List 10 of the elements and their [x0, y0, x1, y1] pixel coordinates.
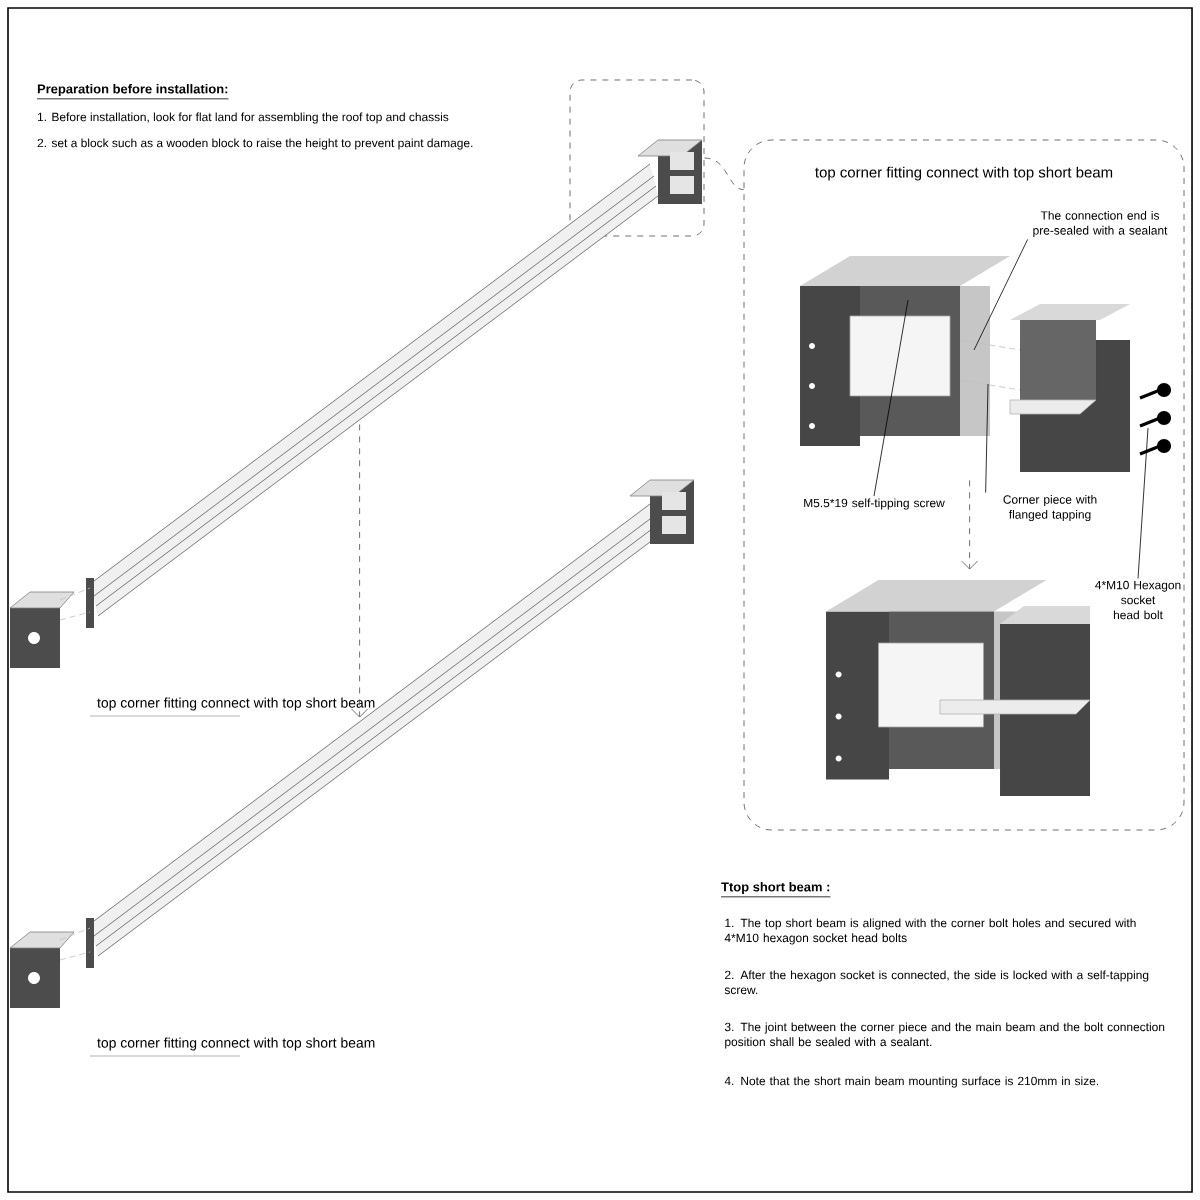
- leader-line: [973, 239, 1029, 351]
- leader-line: [1137, 427, 1149, 579]
- assembled-fitting-drawing: [826, 580, 1091, 796]
- callout-line: [704, 157, 744, 190]
- callout-frame: [569, 79, 705, 237]
- exploded-fitting-drawing: [800, 256, 1171, 472]
- arrow: [961, 480, 978, 570]
- leader-line: [873, 299, 909, 497]
- arrow: [351, 424, 368, 718]
- leader-line: [985, 383, 989, 493]
